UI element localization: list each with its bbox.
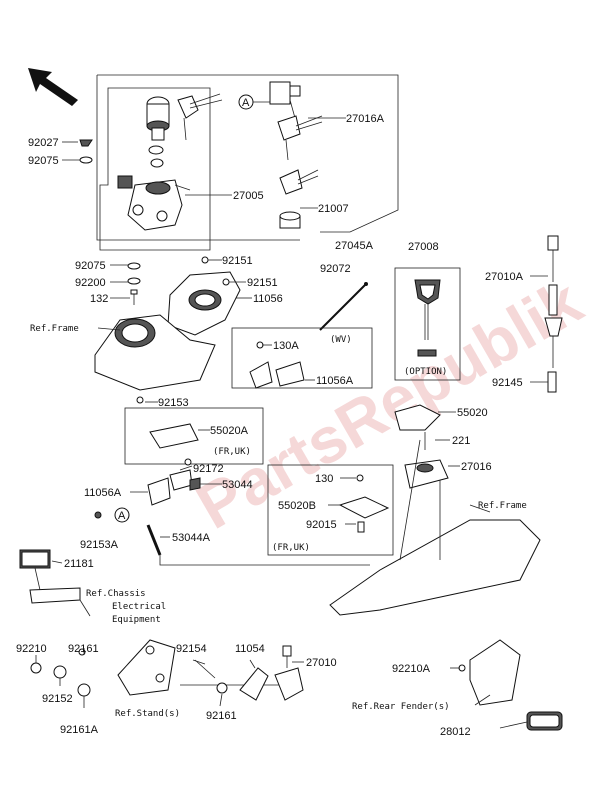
- ignition-key: [177, 93, 223, 141]
- fr-uk-box-upper: [124, 407, 264, 465]
- fr-uk-label-upper: (FR,UK): [213, 447, 251, 457]
- rear-fender-reflector: [458, 639, 563, 731]
- label-27010A: 27010A: [485, 271, 524, 283]
- label-130: 130: [315, 473, 333, 485]
- label-92152: 92152: [42, 693, 73, 705]
- label-92151-b: 92151: [247, 277, 278, 289]
- label-55020B: 55020B: [278, 500, 316, 512]
- label-27045A: 27045A: [335, 240, 374, 252]
- ref-chassis-line2: Electrical: [112, 602, 166, 612]
- svg-text:A: A: [242, 97, 250, 109]
- label-27010: 27010: [306, 657, 337, 669]
- ref-frame-left: Ref.Frame: [30, 324, 79, 334]
- label-92172: 92172: [193, 463, 224, 475]
- ref-stand: Ref.Stand(s): [115, 709, 180, 719]
- label-92145: 92145: [492, 377, 523, 389]
- label-28012: 28012: [440, 726, 471, 738]
- stand-parts: [30, 639, 280, 697]
- label-221: 221: [452, 435, 470, 447]
- option-key-box: [394, 267, 461, 381]
- label-55020: 55020: [457, 407, 488, 419]
- bracket-55020A: [136, 396, 199, 449]
- switch-bracket-11054-27010: [216, 645, 304, 701]
- callout-a-bottom: A: [94, 507, 130, 523]
- label-92200: 92200: [75, 277, 106, 289]
- label-92151-a: 92151: [222, 255, 253, 267]
- wv-label: (WV): [330, 335, 352, 345]
- label-53044A: 53044A: [172, 532, 211, 544]
- label-21007: 21007: [318, 203, 349, 215]
- label-27008: 27008: [408, 241, 439, 253]
- callout-a-top: A: [238, 94, 270, 110]
- svg-text:A: A: [118, 510, 126, 522]
- ref-chassis-line3: Equipment: [112, 615, 161, 625]
- label-92161-b: 92161: [206, 710, 237, 722]
- label-92075-lower: 92075: [75, 260, 106, 272]
- washers-92075-92200-132: [127, 262, 141, 305]
- group-27005-outline: [99, 87, 211, 251]
- bracket-55020: [394, 404, 449, 489]
- label-92153A: 92153A: [80, 539, 119, 551]
- bracket-55020B: [338, 474, 390, 533]
- ref-chassis-line1: Ref.Chassis: [86, 589, 146, 599]
- label-92075-upper: 92075: [28, 155, 59, 167]
- label-92154: 92154: [176, 643, 207, 655]
- label-92027: 92027: [28, 137, 59, 149]
- part-labels: 92027 92075 27005 27016A 21007 27045A 92…: [16, 113, 524, 738]
- label-92210A: 92210A: [392, 663, 431, 675]
- fuel-cap-lock-21007: [279, 169, 319, 229]
- seat-lock-27016A: [269, 81, 323, 161]
- label-27005: 27005: [233, 190, 264, 202]
- watermark: PartsRepublik: [185, 265, 589, 543]
- reference-labels: Ref.Frame Ref.Frame Ref.Chassis Electric…: [30, 324, 527, 719]
- label-130A: 130A: [273, 340, 299, 352]
- label-92072: 92072: [320, 263, 351, 275]
- label-21181: 21181: [64, 558, 94, 570]
- washers-92027-92075: [79, 139, 93, 164]
- leader-lines: [35, 117, 548, 729]
- front-direction-arrow-icon: [28, 68, 78, 106]
- ref-rear-fender: Ref.Rear Fender(s): [352, 702, 450, 712]
- label-53044: 53044: [222, 479, 253, 491]
- ignition-switch-27005: [117, 96, 191, 231]
- fr-uk-label-lower: (FR,UK): [272, 543, 310, 553]
- label-11056A-wv: 11056A: [316, 375, 354, 387]
- rear-frame: [159, 439, 541, 616]
- label-92153: 92153: [158, 397, 189, 409]
- frame-front: [94, 314, 216, 391]
- bracket-11056: [167, 256, 241, 336]
- wv-box: [231, 327, 373, 389]
- label-55020A: 55020A: [210, 425, 249, 437]
- relay-21181: [19, 549, 81, 604]
- label-92161A: 92161A: [60, 724, 99, 736]
- callout-labels: (WV) (FR,UK) (FR,UK) (OPTION): [213, 335, 447, 553]
- label-11056: 11056: [253, 293, 283, 305]
- group-27045A-outline: [97, 74, 399, 233]
- label-92161-a: 92161: [68, 643, 99, 655]
- bracket-11056A: [146, 458, 201, 556]
- ref-frame-right: Ref.Frame: [478, 501, 527, 511]
- label-11056A: 11056A: [84, 487, 122, 499]
- label-92015: 92015: [306, 519, 337, 531]
- label-27016: 27016: [461, 461, 492, 473]
- label-11054: 11054: [235, 643, 265, 655]
- label-132: 132: [90, 293, 108, 305]
- switch-27010A: [544, 235, 563, 393]
- fr-uk-box-lower: [267, 464, 394, 556]
- label-27016A: 27016A: [346, 113, 385, 125]
- option-label: (OPTION): [404, 367, 447, 377]
- bracket-11056A-wv: [249, 341, 305, 389]
- label-92210: 92210: [16, 643, 47, 655]
- cable-tie-92072: [319, 282, 368, 331]
- key-27008: [414, 279, 441, 357]
